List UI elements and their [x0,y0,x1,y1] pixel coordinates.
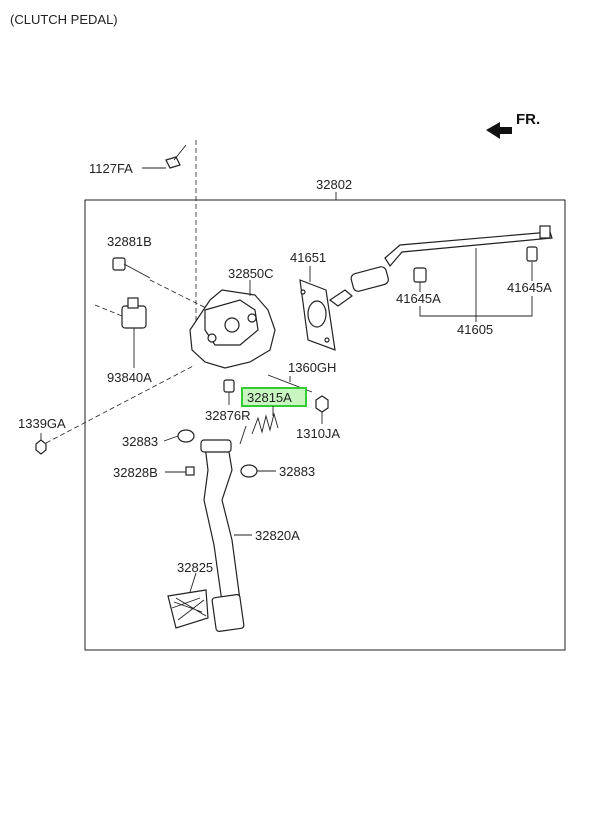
label-41651: 41651 [290,250,326,265]
label-32883-left: 32883 [122,434,158,449]
label-32850C: 32850C [228,266,274,281]
spring-32815A-icon [239,412,279,445]
bushing-32883-right-icon [240,464,258,478]
centerline-pivot [149,279,211,311]
label-41645A-right: 41645A [507,280,552,295]
highlight-32815A [241,387,307,407]
bushing-32883-left-icon [177,429,195,443]
label-41605: 41605 [457,322,493,337]
label-32825: 32825 [177,560,213,575]
assembly-frame [84,199,566,651]
pedal-bracket-32850C-icon [189,289,276,369]
label-1360GH: 1360GH [288,360,336,375]
bolt-1127FA-icon [165,144,187,169]
pivot-bolt-32881B-icon [112,257,151,279]
label-32881B: 32881B [107,234,152,249]
label-32876R: 32876R [205,408,251,423]
pedal-pad-32825-icon [167,589,209,629]
bolt-32828B-icon [185,466,195,476]
label-32815A: 32815A [247,390,292,405]
label-32883-right: 32883 [279,464,315,479]
leader-32883-left [163,435,179,442]
label-41645A-left: 41645A [396,291,441,306]
clip-41645A-right-icon [526,246,538,262]
pedal-arm-32820A-icon [200,439,245,632]
label-1339GA: 1339GA [18,416,66,431]
nut-1310JA-icon [315,395,329,413]
label-1127FA: 1127FA [89,161,133,176]
label-32802: 32802 [316,177,352,192]
stopper-32876R-icon [223,379,235,393]
front-direction-arrow-icon [486,122,512,139]
label-32820A: 32820A [255,528,300,543]
leader-32825 [189,572,197,593]
diagram-title: (CLUTCH PEDAL) [10,12,118,27]
front-direction-label: FR. [516,111,540,128]
centerline-switch [94,304,123,317]
clutch-master-cylinder-41605-icon [328,225,553,307]
label-93840A: 93840A [107,370,152,385]
centerline-1339GA [45,364,196,444]
label-32828B: 32828B [113,465,158,480]
switch-93840A-icon [121,297,147,352]
gasket-plate-41651-icon [299,279,336,351]
nut-1339GA-icon [35,439,47,455]
clip-41645A-left-icon [413,267,427,283]
label-1310JA: 1310JA [296,426,340,441]
